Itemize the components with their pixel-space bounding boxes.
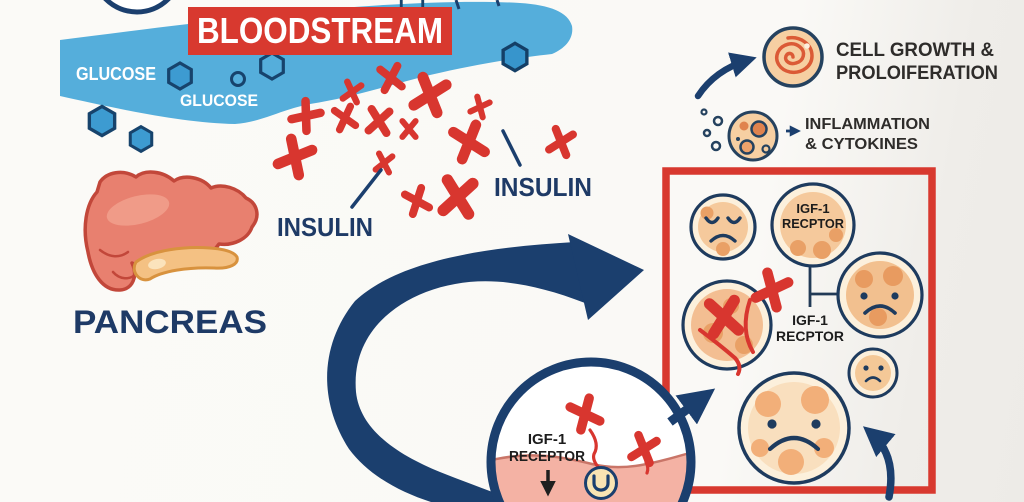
insulin-molecule-icon bbox=[369, 109, 390, 133]
glucose-hexagon-icon bbox=[167, 61, 193, 91]
box-curved-arrow bbox=[862, 426, 896, 501]
frown-mouth bbox=[863, 304, 897, 315]
glucose-dot-icon bbox=[230, 71, 246, 87]
edge-fragment bbox=[454, 0, 501, 10]
igf1-receptor-unit-icon bbox=[584, 466, 618, 500]
receptor-box: IGF-1 RECPTOR IGF-1 RECP bbox=[662, 167, 936, 501]
box-entry-arrow bbox=[667, 388, 716, 426]
insulin-molecule-icon bbox=[376, 154, 393, 173]
insulin-molecule-icon bbox=[405, 188, 429, 214]
insulin-molecule-icon bbox=[470, 97, 489, 118]
insulin-molecule-icon bbox=[453, 125, 484, 159]
insulin-label-right: INSULIN bbox=[494, 172, 592, 202]
insulin-molecule-icon bbox=[402, 121, 415, 137]
frown-mouth bbox=[767, 435, 821, 452]
affected-cell-small-sad bbox=[689, 193, 757, 261]
cell-growth-icon bbox=[762, 26, 824, 88]
cell-growth-label-line1: CELL GROWTH & bbox=[836, 40, 994, 61]
insulin-molecule-icon bbox=[278, 139, 312, 175]
frown-mouth bbox=[864, 376, 882, 383]
cell-membrane bbox=[495, 450, 687, 502]
inflammation-label-line2: & CYTOKINES bbox=[805, 136, 918, 153]
bloodstream-banner-label: BLOODSTREAM bbox=[197, 10, 443, 51]
glucose-label-bottom: GLUCOSE bbox=[180, 92, 258, 110]
insulin-molecule-icon bbox=[335, 106, 356, 129]
glucose-label-top: GLUCOSE bbox=[76, 64, 156, 84]
insulin-molecule-icon bbox=[443, 180, 473, 214]
magnifier-label-line2: RECEPTOR bbox=[509, 448, 585, 465]
cell-growth-label-line2: PROLOIFERATION bbox=[836, 63, 998, 84]
affected-cell-big-sad bbox=[737, 371, 851, 485]
bloodstream-banner: BLOODSTREAM bbox=[188, 7, 452, 55]
affected-cell-sad-right bbox=[836, 251, 924, 339]
magnifier-label-line1: IGF-1 bbox=[528, 431, 566, 448]
pancreas-icon bbox=[83, 170, 259, 292]
pancreas-label: PANCREAS bbox=[73, 304, 267, 340]
igf1-cell-label-line2: RECPTOR bbox=[782, 216, 845, 231]
glucose-hexagon-icon bbox=[501, 41, 529, 73]
insulin-label-left: INSULIN bbox=[277, 212, 373, 242]
igf1-cell-label-line1: IGF-1 bbox=[796, 201, 829, 216]
magnifier-circle: IGF-1 RECEPTOR bbox=[486, 357, 696, 502]
partial-cell-outline-icon bbox=[103, 0, 171, 15]
igf1-center-label-line2: RECPTOR bbox=[776, 328, 844, 344]
growth-arrow-icon bbox=[694, 52, 757, 100]
igf1-receptor-cell: IGF-1 RECPTOR bbox=[770, 182, 856, 268]
insulin-callout-line-left bbox=[350, 168, 383, 209]
glucose-hexagon-icon bbox=[87, 104, 117, 138]
inflammation-label-line1: INFLAMMATION bbox=[805, 116, 930, 133]
flow-arrowhead bbox=[568, 234, 644, 320]
flow-arrow bbox=[327, 234, 644, 502]
pancreatic-duct bbox=[132, 246, 239, 282]
insulin-molecule-icon bbox=[549, 129, 573, 155]
insulin-molecule-icon bbox=[414, 77, 446, 112]
affected-cell-tiny-sad bbox=[847, 347, 899, 399]
sad-eyes bbox=[704, 216, 742, 225]
igf1-center-label-line1: IGF-1 bbox=[792, 312, 828, 328]
insulin-blocked-cell bbox=[681, 273, 788, 376]
inflammation-cell-icon bbox=[700, 108, 779, 162]
insulin-callout-line-right bbox=[501, 129, 522, 167]
frown-mouth bbox=[709, 233, 737, 243]
glucose-hexagon-icon bbox=[128, 125, 154, 153]
